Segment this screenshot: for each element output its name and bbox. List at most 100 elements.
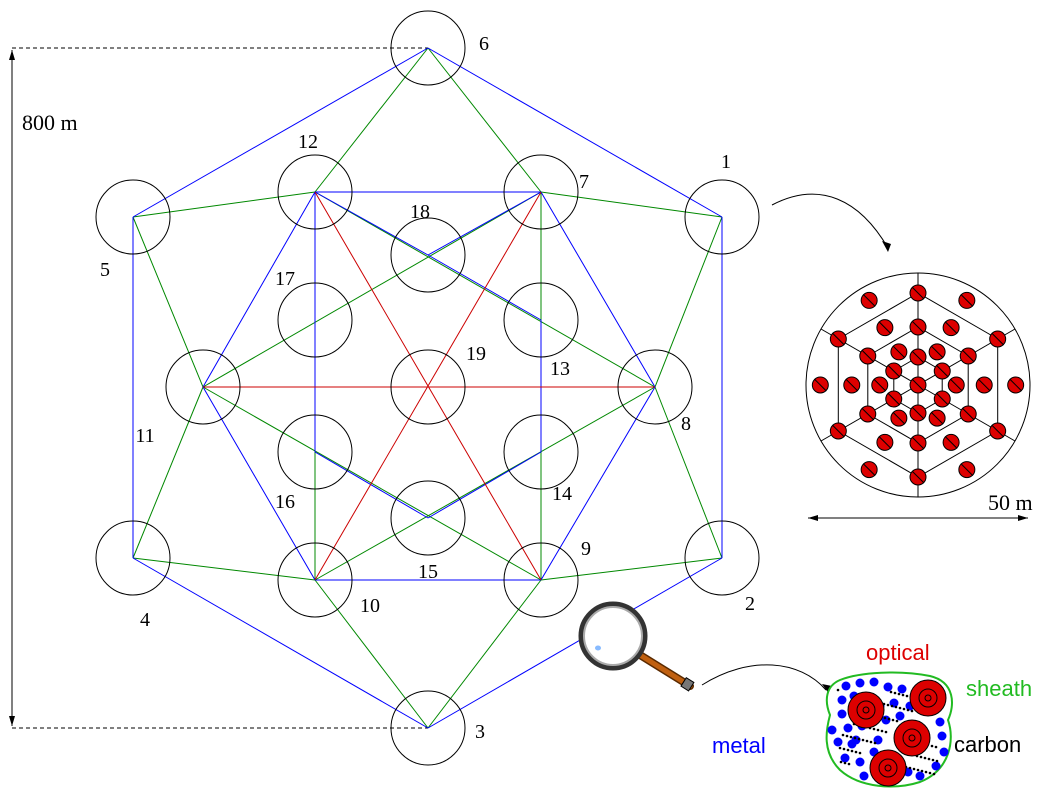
optical-module bbox=[890, 343, 908, 361]
station-circle-14 bbox=[503, 414, 579, 490]
carbon-fiber bbox=[893, 691, 897, 695]
metal-wire bbox=[883, 682, 893, 692]
optical-module bbox=[811, 376, 829, 394]
carbon-fiber bbox=[934, 745, 938, 749]
carbon-fiber bbox=[916, 768, 920, 772]
metal-label: metal bbox=[712, 733, 766, 758]
optical-module bbox=[958, 461, 976, 479]
metal-wire bbox=[841, 681, 851, 691]
carbon-fiber bbox=[880, 729, 884, 733]
carbon-fiber bbox=[890, 704, 894, 708]
station-label-6: 6 bbox=[479, 33, 489, 55]
carbon-fiber bbox=[930, 744, 934, 748]
station-label-9: 9 bbox=[581, 538, 591, 560]
connection-line bbox=[132, 216, 204, 388]
magnifier-icon bbox=[578, 601, 695, 692]
station-circle-3 bbox=[390, 690, 466, 766]
metal-wire bbox=[855, 678, 865, 688]
optical-module bbox=[909, 376, 927, 394]
connection-line bbox=[427, 47, 542, 193]
inset-arrow bbox=[771, 193, 891, 252]
optical-module bbox=[928, 343, 946, 361]
carbon-fiber bbox=[897, 692, 901, 696]
metal-wire bbox=[915, 771, 925, 781]
station-circle-11 bbox=[165, 349, 241, 425]
carbon-fiber bbox=[895, 719, 899, 723]
optical-fiber bbox=[893, 719, 931, 757]
station-label-18: 18 bbox=[410, 201, 430, 223]
metal-wire bbox=[859, 771, 869, 781]
optical-module bbox=[871, 376, 889, 394]
connection-line bbox=[132, 191, 316, 218]
carbon-fiber bbox=[924, 770, 928, 774]
station-circle-10 bbox=[277, 542, 353, 618]
metal-wire bbox=[931, 761, 941, 771]
carbon-fiber bbox=[876, 728, 880, 732]
optical-module bbox=[959, 405, 977, 423]
station-circle-17 bbox=[277, 282, 353, 358]
station-label-11: 11 bbox=[135, 425, 154, 447]
carbon-fiber bbox=[898, 706, 902, 710]
connection-line bbox=[540, 191, 656, 388]
station-label-8: 8 bbox=[681, 413, 691, 435]
connection-line bbox=[654, 386, 723, 559]
connection-line bbox=[132, 557, 316, 581]
connection-line bbox=[427, 451, 542, 519]
carbon-fiber bbox=[845, 734, 849, 738]
carbon-fiber bbox=[865, 739, 869, 743]
optical-module bbox=[942, 433, 960, 451]
optical-module bbox=[885, 390, 903, 408]
carbon-fiber bbox=[872, 727, 876, 731]
carbon-fiber bbox=[927, 757, 931, 761]
cable-arrow bbox=[701, 664, 832, 694]
connection-line bbox=[132, 386, 204, 559]
optical-fiber bbox=[869, 749, 907, 787]
carbon-fiber bbox=[912, 767, 916, 771]
carbon-fiber bbox=[902, 707, 906, 711]
station-circle-13 bbox=[503, 282, 579, 358]
carbon-fiber bbox=[842, 747, 846, 751]
station-label-13: 13 bbox=[550, 358, 570, 380]
station-label-3: 3 bbox=[475, 721, 485, 743]
optical-module bbox=[933, 390, 951, 408]
carbon-fiber bbox=[847, 762, 851, 766]
metal-wire bbox=[935, 717, 945, 727]
carbon-fiber bbox=[932, 772, 936, 776]
carbon-fiber bbox=[854, 750, 858, 754]
station-circle-18 bbox=[390, 217, 466, 293]
station-circles bbox=[95, 10, 760, 766]
carbon-fiber bbox=[841, 733, 845, 737]
carbon-fiber bbox=[858, 751, 862, 755]
station-label-2: 2 bbox=[745, 593, 755, 615]
metal-wire bbox=[833, 737, 843, 747]
station-label-12: 12 bbox=[298, 131, 318, 153]
optical-module bbox=[1007, 376, 1025, 394]
optical-module bbox=[859, 405, 877, 423]
carbon-fiber bbox=[839, 760, 843, 764]
optical-module bbox=[909, 348, 927, 366]
carbon-fiber bbox=[891, 718, 895, 722]
connection-line bbox=[314, 47, 429, 193]
station-circle-15 bbox=[390, 480, 466, 556]
metal-wire bbox=[897, 684, 907, 694]
optical-module bbox=[876, 319, 894, 337]
carbon-fiber bbox=[931, 758, 935, 762]
carbon-fiber bbox=[920, 769, 924, 773]
carbon-fiber bbox=[869, 740, 873, 744]
optical-module bbox=[860, 461, 878, 479]
connection-line bbox=[202, 386, 542, 581]
optical-module bbox=[843, 376, 861, 394]
station-circle-8 bbox=[617, 349, 693, 425]
optical-fiber bbox=[847, 691, 885, 729]
metal-wire bbox=[843, 723, 853, 733]
station-circle-2 bbox=[684, 520, 760, 596]
station-circle-1 bbox=[684, 179, 760, 255]
carbon-fiber bbox=[849, 735, 853, 739]
optical-module bbox=[947, 376, 965, 394]
station-circle-4 bbox=[95, 520, 171, 596]
connection-line bbox=[427, 254, 542, 321]
station-circle-9 bbox=[503, 542, 579, 618]
station-circle-16 bbox=[277, 414, 353, 490]
metal-wire bbox=[855, 757, 865, 767]
station-label-1: 1 bbox=[721, 151, 731, 173]
